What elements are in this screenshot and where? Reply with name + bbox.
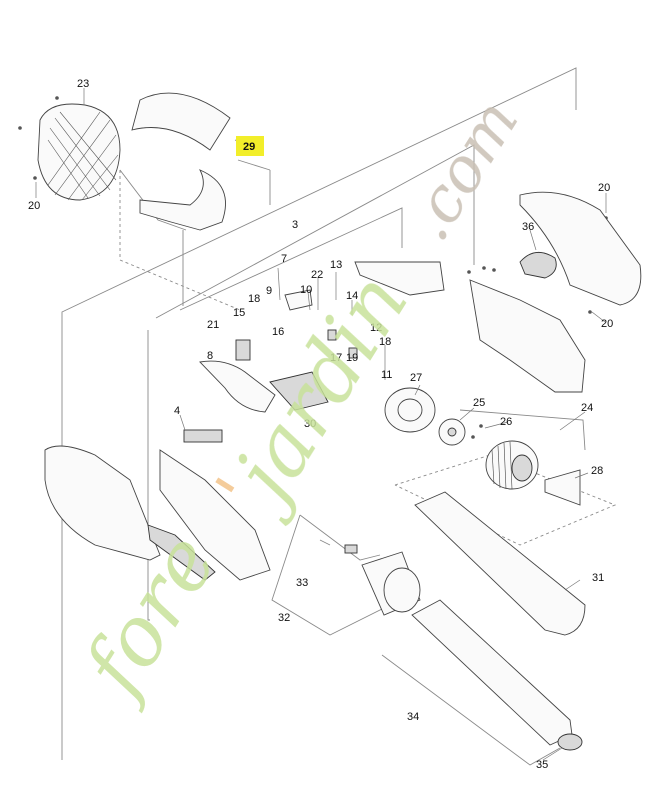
part-24-motor <box>485 440 539 490</box>
callout-17: 17 <box>330 352 342 364</box>
callout-23: 23 <box>77 78 89 90</box>
callout-9: 9 <box>266 285 272 297</box>
callout-13: 13 <box>330 259 342 271</box>
callout-22: 22 <box>311 269 323 281</box>
callout-18a: 18 <box>248 293 260 305</box>
part-housing-right <box>469 191 642 393</box>
callout-20: 20 <box>28 200 40 212</box>
callout-16: 16 <box>272 326 284 338</box>
part-4-bracket <box>183 429 223 443</box>
callout-25: 25 <box>473 397 485 409</box>
callout-35: 35 <box>536 759 548 771</box>
callout-19: 19 <box>346 352 358 364</box>
part-32-coupler <box>361 551 421 616</box>
assembly-frames <box>61 67 617 766</box>
callout-36: 36 <box>522 221 534 233</box>
callout-34: 34 <box>407 711 419 723</box>
part-34-tube <box>411 599 573 746</box>
callout-18b: 18 <box>379 336 391 348</box>
part-36-knob <box>519 252 557 279</box>
callout-31: 31 <box>592 572 604 584</box>
callout-26: 26 <box>500 416 512 428</box>
part-28-nozzle-small <box>544 469 581 506</box>
part-23-grille <box>37 103 121 201</box>
part-31-tube <box>414 491 586 636</box>
callout-15: 15 <box>233 307 245 319</box>
part-27-fan-housing <box>384 387 436 433</box>
callout-labels: 23 20 29 3 7 9 10 22 13 14 18 15 21 16 1… <box>28 78 613 771</box>
callout-11: 11 <box>381 369 392 381</box>
part-29-shell <box>131 92 231 231</box>
callout-20-right-mid: 20 <box>601 318 613 330</box>
callout-30: 30 <box>304 418 316 430</box>
callout-8: 8 <box>207 350 213 362</box>
callout-14: 14 <box>346 290 358 302</box>
callout-7: 7 <box>281 253 287 265</box>
callout-3: 3 <box>292 219 298 231</box>
screws <box>18 96 608 439</box>
callout-20-right-top: 20 <box>598 182 610 194</box>
part-25-impeller <box>438 418 466 446</box>
callout-29: 29 <box>243 141 255 153</box>
leader-lines <box>35 88 607 761</box>
callout-32: 32 <box>278 612 290 624</box>
highlight-box-29 <box>236 136 264 156</box>
callout-33: 33 <box>296 577 308 589</box>
callout-27: 27 <box>410 372 422 384</box>
watermark-text-com: .com <box>391 87 533 253</box>
callout-4: 4 <box>174 405 180 417</box>
part-handle-internals <box>199 261 445 413</box>
part-housing-left <box>44 445 271 581</box>
part-35-cap <box>557 733 583 751</box>
callout-28: 28 <box>591 465 603 477</box>
part-33-clip <box>344 544 358 554</box>
callout-21: 21 <box>207 319 219 331</box>
callout-12: 12 <box>370 322 382 334</box>
callout-24: 24 <box>581 402 593 414</box>
callout-10: 10 <box>300 284 312 296</box>
